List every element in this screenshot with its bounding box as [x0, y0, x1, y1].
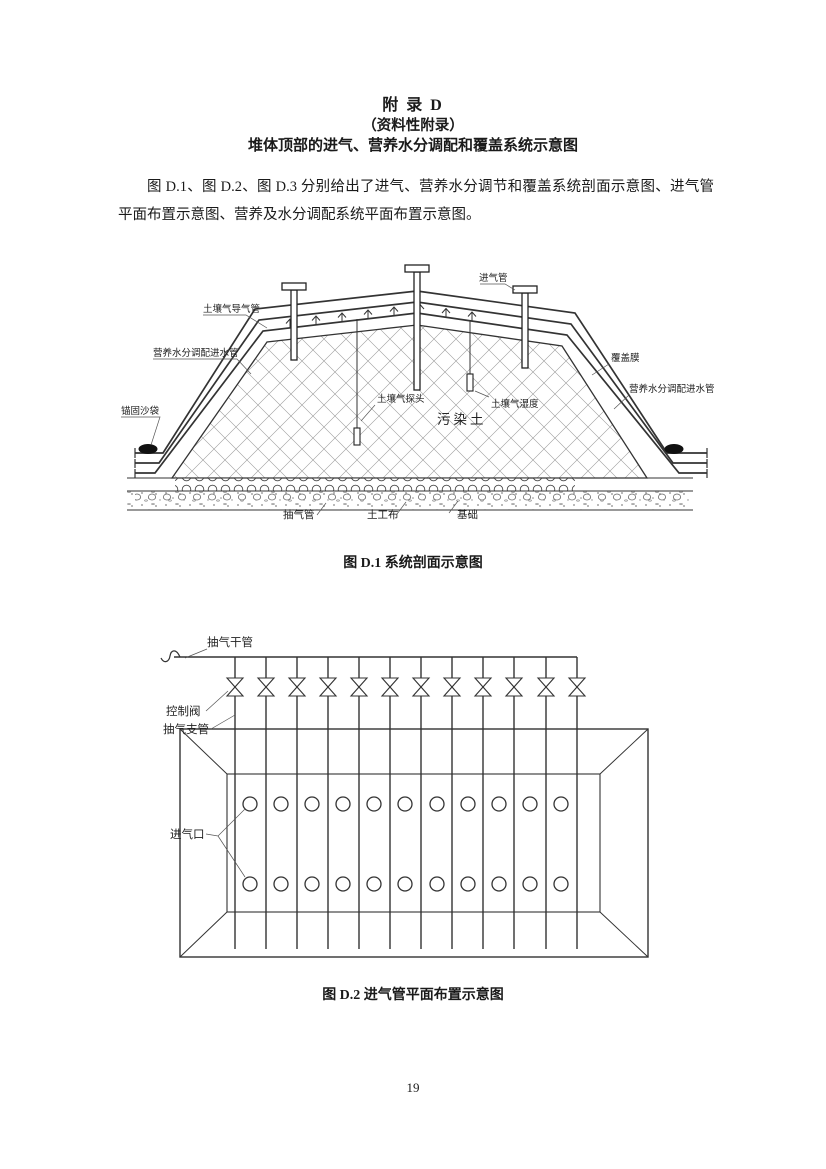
pile-outline — [179, 728, 649, 958]
leader-lines — [184, 648, 246, 878]
label-nutrient-water-inlet-right: 营养水分调配进水管 — [629, 383, 715, 395]
page-number: 19 — [406, 1080, 420, 1095]
extraction-branch-pipes — [234, 657, 578, 949]
extraction-main-pipe — [160, 650, 577, 663]
label-air-inlet-pipe: 进气管 — [479, 272, 508, 284]
sandbag-right — [664, 444, 684, 454]
label-anchor-sandbag: 锚固沙袋 — [121, 405, 160, 417]
label-soil-gas-probe: 土壤气探头 — [377, 393, 425, 405]
appendix-type: （资料性附录） — [362, 118, 464, 134]
figure-d1-cross-section: 土壤气导气管 进气管 营养水分调配进水管 覆盖膜 营养水分调配进水管 锚固沙袋 … — [121, 264, 715, 521]
label-cover-membrane: 覆盖膜 — [611, 352, 640, 364]
label-control-valve: 控制阀 — [166, 704, 201, 718]
extraction-pipe-row — [175, 478, 575, 492]
appendix-subtitle: 堆体顶部的进气、营养水分调配和覆盖系统示意图 — [247, 138, 578, 154]
label-contaminated-soil: 污染土 — [437, 412, 487, 427]
vent-pipe — [512, 285, 538, 369]
label-extraction-branch: 抽气支管 — [163, 722, 209, 736]
label-foundation: 基础 — [457, 508, 478, 521]
vent-pipe — [404, 264, 430, 391]
foundation-layers — [127, 477, 693, 511]
label-nutrient-water-inlet-left: 营养水分调配进水管 — [153, 347, 239, 359]
figure-d1-caption: 图 D.1 系统剖面示意图 — [343, 556, 483, 571]
geotextile-pebble-row — [135, 491, 683, 502]
sandbag-left — [138, 444, 158, 454]
label-soil-gas-conduit: 土壤气导气管 — [203, 303, 260, 315]
figure-d2-plan-view: 抽气干管 控制阀 抽气支管 进气口 — [160, 635, 649, 958]
leader-lines — [121, 283, 630, 516]
label-extraction-main: 抽气干管 — [207, 635, 253, 649]
figure-d2-caption: 图 D.2 进气管平面布置示意图 — [322, 988, 504, 1003]
vent-pipe — [281, 282, 307, 361]
vent-pipes — [281, 264, 538, 391]
label-air-inlet: 进气口 — [170, 827, 205, 841]
soil-gas-probes — [353, 319, 474, 446]
label-soil-gas-humidity: 土壤气湿度 — [491, 398, 539, 410]
air-inlet-circles — [242, 796, 569, 892]
appendix-title: 附 录 D — [382, 97, 444, 114]
label-extraction-pipe: 抽气管 — [283, 508, 315, 521]
label-geotextile: 土工布 — [367, 508, 399, 521]
control-valves — [225, 677, 587, 697]
intro-paragraph: 图 D.1、图 D.2、图 D.3 分别给出了进气、营养水分调节和覆盖系统剖面示… — [118, 179, 714, 223]
title-block: 附 录 D （资料性附录） 堆体顶部的进气、营养水分调配和覆盖系统示意图 — [0, 96, 826, 157]
